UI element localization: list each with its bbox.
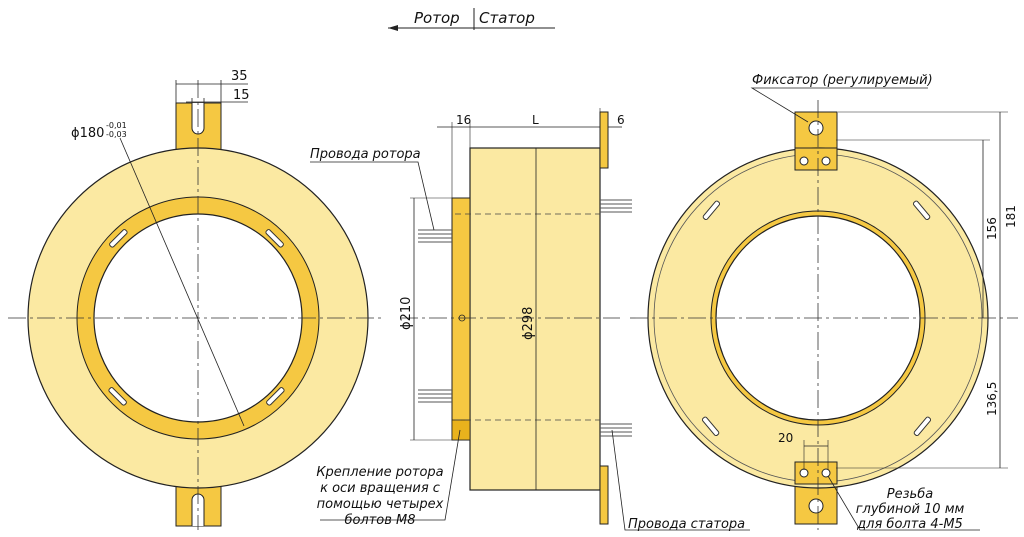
dim-136-5: 136,5 [985,382,999,416]
thread-note: Резьба глубиной 10 мм для болта 4-М5 [856,487,965,532]
thread-note-line-2: глубиной 10 мм [856,502,965,517]
dim-16: 16 [456,113,471,127]
rotor-wires-label: Провода ротора [310,147,421,162]
stator-front-view [630,87,1018,531]
thread-note-line-1: Резьба [887,487,933,502]
dim-15: 15 [233,88,250,103]
dim-35: 35 [231,69,248,84]
diameter-210: ϕ210 [399,297,414,330]
dim-156: 156 [985,217,999,240]
dim-L: L [532,113,539,127]
fixator-label: Фиксатор (регулируемый) [752,73,933,88]
dim-20: 20 [778,431,793,445]
tolerance-upper: -0,01 [106,121,127,130]
dim-181: 181 [1004,205,1018,228]
diameter-180: ϕ180 [71,126,104,141]
mount-note: Крепление ротора к оси вращения с помощь… [316,465,443,528]
rotor-front-view [8,80,383,530]
mount-note-line-1: Крепление ротора [316,465,443,480]
stator-wires-label: Провода статора [628,517,745,532]
mount-note-line-4: болтов М8 [344,513,415,528]
rotor-label: Ротор [414,9,460,27]
dim-6: 6 [617,113,625,127]
tolerance-lower: -0,03 [106,130,127,139]
header-rotor-stator: Ротор Статор [388,8,555,31]
mount-note-line-3: помощью четырех [317,497,444,512]
side-view [310,108,750,531]
mount-note-line-2: к оси вращения с [320,481,440,496]
thread-note-line-3: для болта 4-М5 [856,517,963,532]
stator-label: Статор [479,9,535,27]
diameter-298: ϕ298 [521,307,536,340]
